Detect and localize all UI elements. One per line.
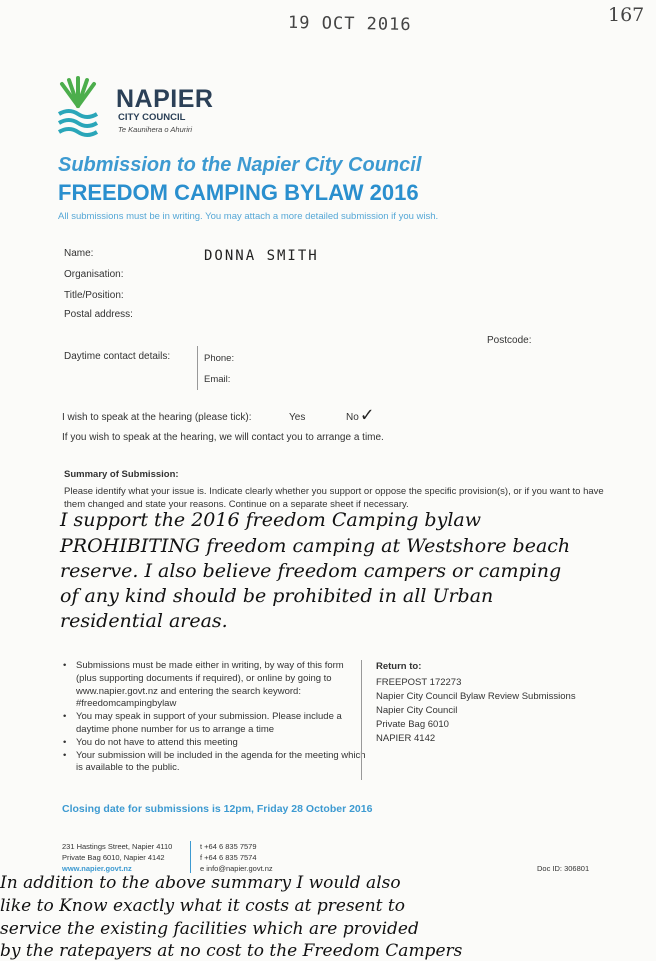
contact-divider — [197, 346, 198, 390]
return-to-heading: Return to: — [376, 661, 422, 672]
footer-address-1: 231 Hastings Street, Napier 4110 — [62, 842, 173, 851]
hearing-question: I wish to speak at the hearing (please t… — [62, 412, 252, 423]
return-address-line: Private Bag 6010 — [376, 719, 449, 730]
summary-instructions: Please identify what your issue is. Indi… — [64, 486, 604, 510]
return-divider — [361, 660, 362, 780]
summary-line-1: I support the 2016 freedom Camping bylaw — [60, 509, 481, 531]
form-subtitle: All submissions must be in writing. You … — [58, 211, 439, 222]
bottom-note-line-4: by the ratepayers at no cost to the Free… — [0, 941, 463, 961]
name-value[interactable]: DONNA SMITH — [204, 248, 319, 264]
summary-heading: Summary of Submission: — [64, 469, 179, 480]
footer-address-2: Private Bag 6010, Napier 4142 — [62, 853, 165, 862]
brand-name: NAPIER — [116, 85, 214, 113]
received-date-stamp: 19 OCT 2016 — [287, 12, 412, 36]
list-item: Your submission will be included in the … — [63, 750, 366, 776]
list-item: Submissions must be made either in writi… — [63, 660, 366, 711]
bottom-note-line-1: In addition to the above summary I would… — [0, 873, 401, 893]
napier-logo-icon — [57, 76, 99, 137]
footer-telephone: t +64 6 835 7579 — [200, 842, 257, 851]
return-address-line: Napier City Council Bylaw Review Submiss… — [376, 691, 576, 702]
hearing-yes-option[interactable]: Yes — [289, 412, 306, 423]
form-bylaw-title: FREEDOM CAMPING BYLAW 2016 — [58, 180, 419, 205]
bottom-note-line-2: like to Know exactly what it costs at pr… — [0, 896, 405, 916]
return-address-line: NAPIER 4142 — [376, 733, 436, 744]
footer-email-link[interactable]: e info@napier.govt.nz — [200, 864, 273, 873]
title-position-label: Title/Position: — [64, 290, 124, 301]
organisation-label: Organisation: — [64, 269, 124, 280]
return-address-line: Napier City Council — [376, 705, 458, 716]
hearing-no-tick-icon: ✓ — [361, 402, 374, 426]
email-label: Email: — [204, 374, 231, 385]
hearing-note: If you wish to speak at the hearing, we … — [62, 432, 384, 443]
postal-address-label: Postal address: — [64, 309, 133, 320]
return-address-line: FREEPOST 172273 — [376, 677, 462, 688]
form-title: Submission to the Napier City Council — [58, 154, 422, 176]
summary-line-2: PROHIBITING freedom camping at Westshore… — [60, 535, 571, 557]
summary-line-4: of any kind should be prohibited in all … — [60, 585, 494, 607]
submission-rules-list: Submissions must be made either in writi… — [62, 660, 366, 775]
hearing-no-option[interactable]: No — [346, 412, 359, 423]
brand-subtitle: CITY COUNCIL — [118, 112, 186, 123]
bottom-note-line-3: service the existing facilities which ar… — [0, 919, 419, 939]
list-item: You may speak in support of your submiss… — [63, 711, 366, 737]
list-item: You do not have to attend this meeting — [63, 737, 366, 750]
footer-website-link[interactable]: www.napier.govt.nz — [62, 864, 132, 873]
footer-fax: f +64 6 835 7574 — [200, 853, 257, 862]
brand-tagline: Te Kaunihera o Ahuriri — [118, 125, 193, 134]
name-label: Name: — [64, 248, 94, 259]
closing-date: Closing date for submissions is 12pm, Fr… — [62, 803, 373, 815]
postcode-label: Postcode: — [487, 335, 532, 346]
phone-label: Phone: — [204, 353, 235, 364]
doc-id: Doc ID: 306801 — [537, 864, 590, 873]
summary-line-3: reserve. I also believe freedom campers … — [60, 560, 562, 582]
daytime-contact-label: Daytime contact details: — [64, 351, 171, 362]
summary-line-5: residential areas. — [60, 610, 228, 632]
page-number: 167 — [608, 4, 645, 26]
footer-divider — [190, 841, 191, 873]
